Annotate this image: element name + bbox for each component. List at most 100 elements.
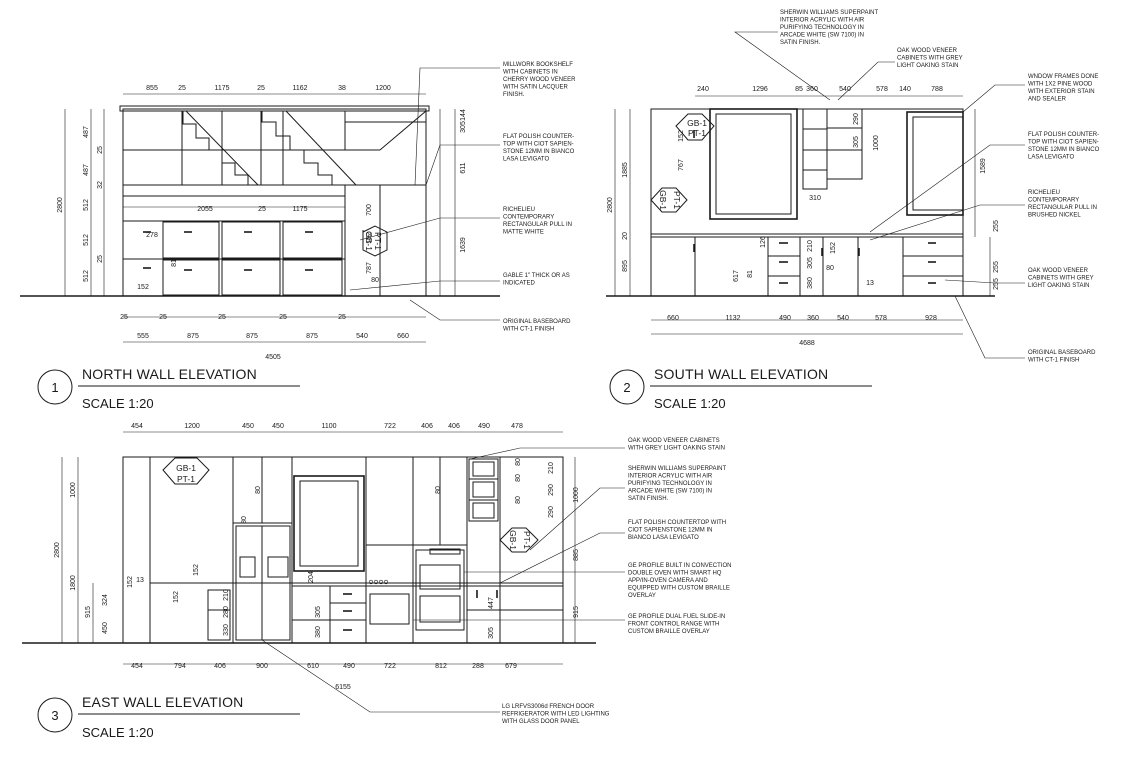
svg-text:617: 617 bbox=[733, 270, 740, 282]
svg-text:278: 278 bbox=[146, 232, 158, 239]
east-elevation: GB-1 PT-1 GB-1 PT-1 454 1200 450 450 110… bbox=[22, 423, 731, 740]
svg-text:144: 144 bbox=[460, 109, 467, 121]
svg-text:555: 555 bbox=[137, 333, 149, 340]
finish-tag bbox=[499, 527, 539, 553]
svg-text:1100: 1100 bbox=[321, 423, 336, 430]
svg-text:722: 722 bbox=[384, 423, 396, 430]
svg-text:767: 767 bbox=[678, 159, 685, 171]
svg-text:928: 928 bbox=[925, 315, 937, 322]
svg-text:81: 81 bbox=[747, 270, 754, 278]
svg-text:1132: 1132 bbox=[725, 315, 740, 322]
svg-text:1885: 1885 bbox=[622, 162, 629, 178]
finish-tag bbox=[675, 113, 715, 141]
svg-text:1639: 1639 bbox=[460, 237, 467, 253]
svg-text:EAST WALL ELEVATION: EAST WALL ELEVATION bbox=[82, 694, 243, 710]
finish-tag bbox=[362, 225, 388, 257]
svg-text:406: 406 bbox=[448, 423, 460, 430]
svg-text:1000: 1000 bbox=[70, 482, 77, 498]
svg-text:380: 380 bbox=[807, 277, 814, 289]
svg-text:578: 578 bbox=[875, 315, 887, 322]
double-oven bbox=[415, 549, 465, 631]
window bbox=[709, 108, 798, 220]
svg-text:PT-1: PT-1 bbox=[522, 531, 532, 549]
svg-text:380: 380 bbox=[315, 626, 322, 638]
bookshelf-outline bbox=[122, 108, 427, 297]
svg-text:330: 330 bbox=[223, 624, 230, 636]
svg-text:2800: 2800 bbox=[54, 542, 61, 558]
svg-text:812: 812 bbox=[435, 663, 447, 670]
svg-text:1162: 1162 bbox=[292, 85, 307, 92]
svg-text:13: 13 bbox=[866, 280, 874, 287]
svg-text:80: 80 bbox=[515, 474, 522, 482]
svg-text:660: 660 bbox=[667, 315, 679, 322]
svg-text:787: 787 bbox=[366, 262, 373, 274]
svg-text:360: 360 bbox=[806, 86, 818, 93]
svg-text:478: 478 bbox=[511, 423, 523, 430]
svg-text:540: 540 bbox=[839, 86, 851, 93]
bottom-dims: 660 1132 490 360 540 578 928 4688 bbox=[667, 315, 937, 347]
svg-text:540: 540 bbox=[356, 333, 368, 340]
svg-text:406: 406 bbox=[214, 663, 226, 670]
svg-text:80: 80 bbox=[241, 516, 248, 524]
svg-text:280: 280 bbox=[223, 606, 230, 618]
svg-text:PT-1: PT-1 bbox=[672, 191, 682, 209]
svg-text:210: 210 bbox=[807, 240, 814, 252]
svg-text:38: 38 bbox=[338, 85, 346, 92]
svg-text:25: 25 bbox=[97, 255, 104, 263]
svg-text:512: 512 bbox=[83, 199, 90, 211]
svg-text:875: 875 bbox=[306, 333, 318, 340]
svg-text:578: 578 bbox=[876, 86, 888, 93]
svg-text:324: 324 bbox=[102, 594, 109, 606]
svg-text:210: 210 bbox=[223, 589, 230, 601]
svg-text:1175: 1175 bbox=[292, 206, 307, 213]
svg-text:13: 13 bbox=[136, 577, 144, 584]
svg-text:80: 80 bbox=[826, 265, 834, 272]
view-scale: SCALE 1:20 bbox=[82, 396, 154, 411]
svg-text:794: 794 bbox=[174, 663, 186, 670]
svg-text:PT-1: PT-1 bbox=[177, 474, 195, 484]
svg-text:450: 450 bbox=[102, 622, 109, 634]
svg-text:25: 25 bbox=[258, 206, 266, 213]
svg-text:25: 25 bbox=[159, 314, 167, 321]
svg-text:540: 540 bbox=[837, 315, 849, 322]
svg-text:1000: 1000 bbox=[573, 487, 580, 503]
svg-text:25: 25 bbox=[97, 146, 104, 154]
svg-text:1589: 1589 bbox=[980, 158, 987, 174]
svg-text:126: 126 bbox=[760, 236, 767, 248]
north-elevation: PT-1 GB-1 855 25 1175 25 1162 38 1200 28… bbox=[20, 62, 576, 411]
svg-text:80: 80 bbox=[255, 486, 262, 494]
svg-text:487: 487 bbox=[83, 164, 90, 176]
svg-text:FLAT POLISH COUNTER-TOP WITH C: FLAT POLISH COUNTER-TOP WITH CIOT SAPIEN… bbox=[503, 134, 575, 163]
svg-text:3: 3 bbox=[51, 708, 58, 723]
view-number-circle bbox=[37, 697, 73, 733]
svg-text:204: 204 bbox=[308, 571, 315, 583]
svg-text:255: 255 bbox=[993, 278, 1000, 290]
tag-pt1: PT-1 bbox=[373, 232, 383, 250]
svg-text:PT-1: PT-1 bbox=[688, 128, 706, 138]
svg-text:80: 80 bbox=[515, 496, 522, 504]
svg-text:255: 255 bbox=[993, 220, 1000, 232]
svg-text:305: 305 bbox=[853, 136, 860, 148]
svg-text:25: 25 bbox=[120, 314, 128, 321]
svg-text:290: 290 bbox=[853, 113, 860, 125]
svg-text:152: 152 bbox=[193, 564, 200, 576]
range bbox=[365, 585, 414, 644]
svg-text:722: 722 bbox=[384, 663, 396, 670]
svg-text:152: 152 bbox=[137, 284, 149, 291]
